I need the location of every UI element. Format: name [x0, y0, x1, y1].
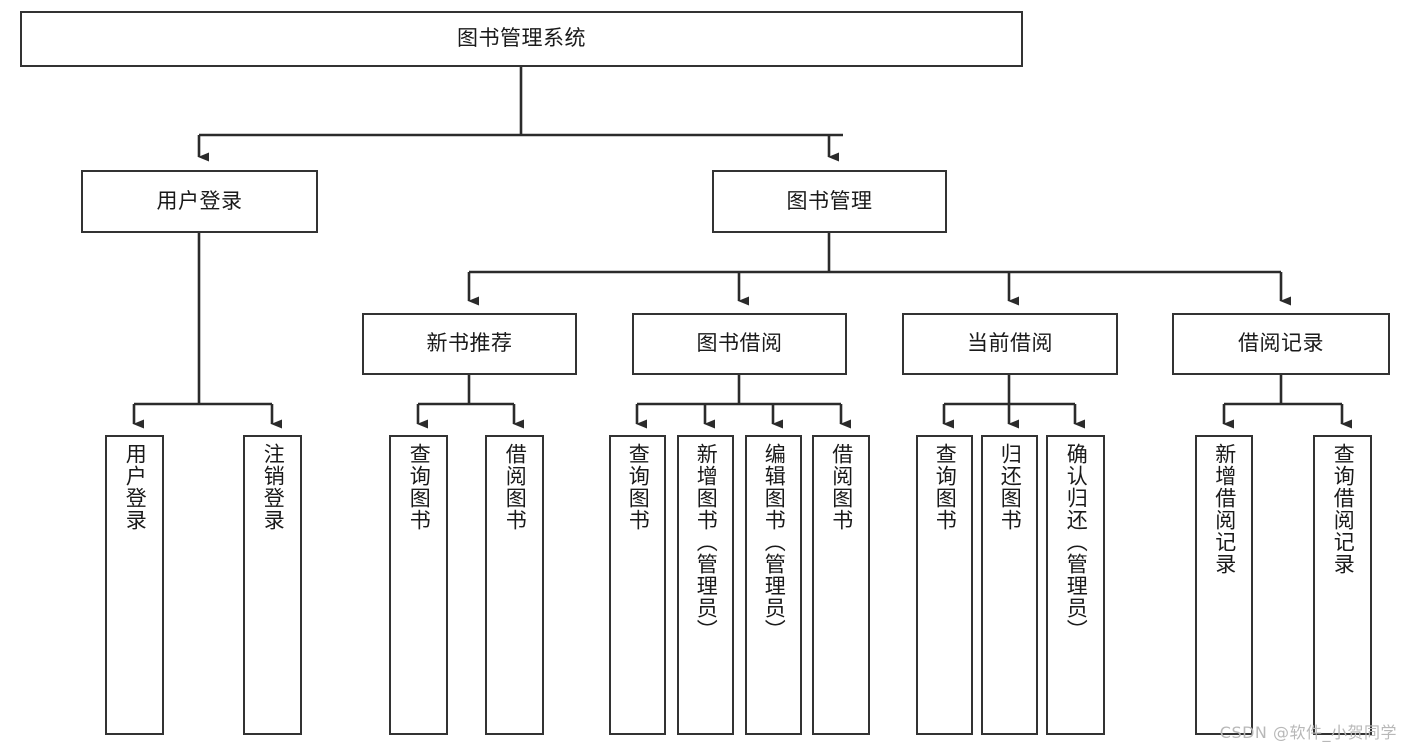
- node-leaf-borrow-book-1[interactable]: 借阅图书: [485, 435, 544, 735]
- node-leaf-confirm-return-label: 确认归还（管理员）: [1064, 443, 1089, 641]
- node-leaf-query-book-3[interactable]: 查询图书: [916, 435, 973, 735]
- node-book-manage[interactable]: 图书管理: [712, 170, 947, 233]
- node-leaf-edit-book[interactable]: 编辑图书（管理员）: [745, 435, 802, 735]
- node-leaf-user-login-label: 用户登录: [123, 443, 148, 531]
- node-leaf-confirm-return[interactable]: 确认归还（管理员）: [1046, 435, 1105, 735]
- node-leaf-borrow-book-2-label: 借阅图书: [829, 443, 854, 531]
- node-current-borrow-label: 当前借阅: [967, 331, 1053, 356]
- node-leaf-borrow-book-2[interactable]: 借阅图书: [812, 435, 870, 735]
- node-user-login[interactable]: 用户登录: [81, 170, 318, 233]
- node-leaf-user-login[interactable]: 用户登录: [105, 435, 164, 735]
- node-leaf-query-book-1-label: 查询图书: [407, 443, 432, 531]
- node-root[interactable]: 图书管理系统: [20, 11, 1023, 67]
- node-book-borrow[interactable]: 图书借阅: [632, 313, 847, 375]
- node-leaf-return-book[interactable]: 归还图书: [981, 435, 1038, 735]
- node-leaf-edit-book-label: 编辑图书（管理员）: [762, 443, 787, 641]
- node-book-borrow-label: 图书借阅: [696, 331, 783, 356]
- node-new-book-rec-label: 新书推荐: [426, 331, 513, 356]
- node-leaf-add-book-label: 新增图书（管理员）: [694, 443, 719, 641]
- node-book-manage-label: 图书管理: [786, 188, 873, 213]
- node-leaf-query-book-2-label: 查询图书: [626, 443, 651, 531]
- node-current-borrow[interactable]: 当前借阅: [902, 313, 1118, 375]
- node-leaf-query-book-3-label: 查询图书: [933, 443, 958, 531]
- node-leaf-add-record[interactable]: 新增借阅记录: [1195, 435, 1253, 735]
- node-borrow-record-label: 借阅记录: [1238, 331, 1324, 356]
- node-leaf-query-record[interactable]: 查询借阅记录: [1313, 435, 1372, 735]
- watermark-text: CSDN @软件_小贺同学: [1219, 723, 1397, 742]
- node-root-label: 图书管理系统: [457, 26, 586, 51]
- node-leaf-query-book-2[interactable]: 查询图书: [609, 435, 666, 735]
- node-leaf-add-book[interactable]: 新增图书（管理员）: [677, 435, 734, 735]
- node-leaf-return-book-label: 归还图书: [998, 443, 1023, 531]
- node-leaf-add-record-label: 新增借阅记录: [1212, 443, 1237, 575]
- node-leaf-borrow-book-1-label: 借阅图书: [503, 443, 528, 531]
- node-user-login-label: 用户登录: [156, 188, 243, 213]
- node-leaf-query-book-1[interactable]: 查询图书: [389, 435, 448, 735]
- node-leaf-user-logout[interactable]: 注销登录: [243, 435, 302, 735]
- node-leaf-user-logout-label: 注销登录: [261, 443, 286, 531]
- node-borrow-record[interactable]: 借阅记录: [1172, 313, 1390, 375]
- node-new-book-rec[interactable]: 新书推荐: [362, 313, 577, 375]
- node-leaf-query-record-label: 查询借阅记录: [1331, 443, 1356, 575]
